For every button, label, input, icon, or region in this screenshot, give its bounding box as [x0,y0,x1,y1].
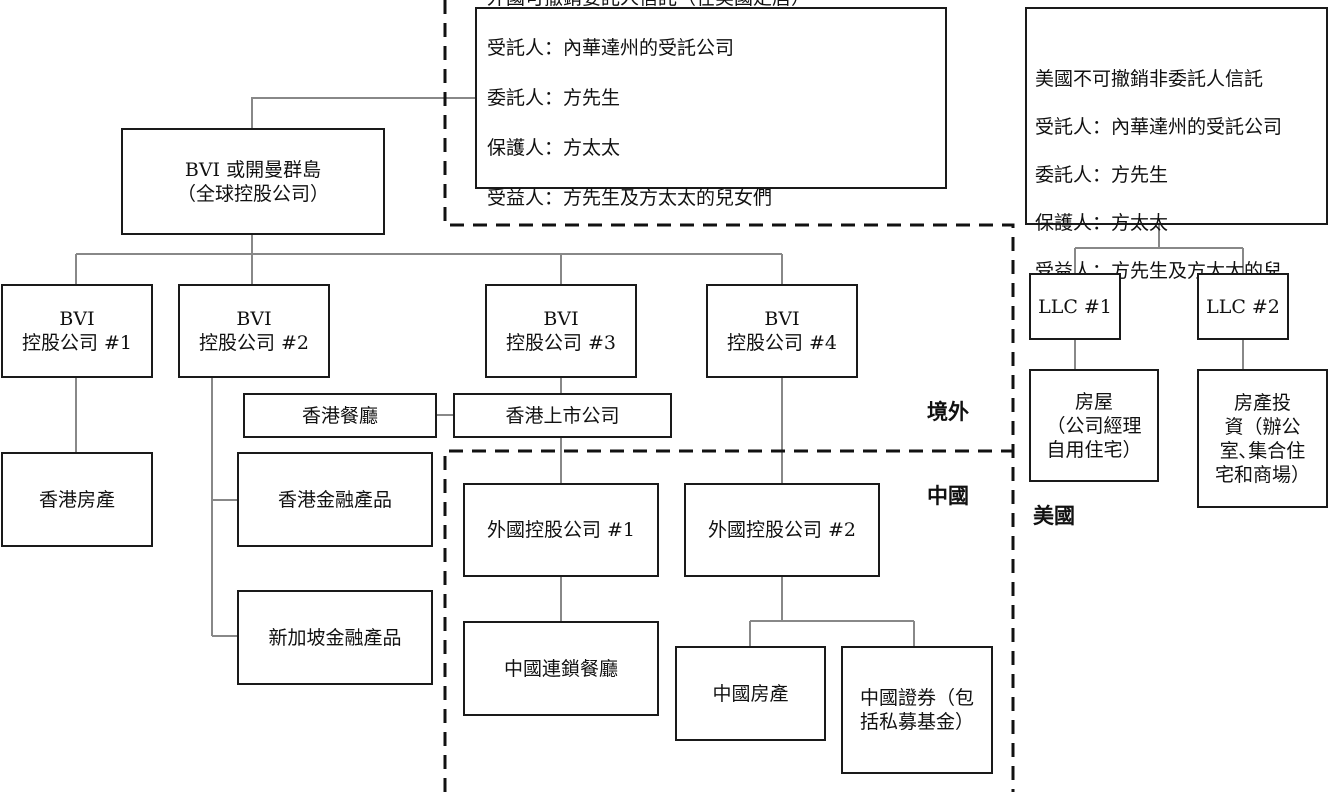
region-label-china: 中國 [927,483,969,508]
china-chain-restaurant-box: 中國連鎖餐廳 [463,621,659,716]
hk-listed-company-label: 香港上市公司 [505,404,620,427]
house-label: 房屋 （公司經理 自用住宅） [1046,390,1142,461]
hk-financial-products-box: 香港金融產品 [237,452,433,547]
llc-2-box: LLC #2 [1197,273,1289,340]
bvi-holding-2-label: BVI 控股公司 #2 [198,308,310,354]
bvi-holding-1-box: BVI 控股公司 #1 [1,284,153,378]
bvi-holding-3-label: BVI 控股公司 #3 [505,308,617,354]
hk-listed-company-box: 香港上市公司 [453,393,672,438]
region-label-usa: 美國 [1033,503,1075,528]
china-chain-restaurant-label: 中國連鎖餐廳 [503,657,618,680]
hk-property-label: 香港房產 [38,488,115,511]
llc-2-label: LLC #2 [1206,295,1280,318]
china-property-label: 中國房產 [712,682,789,705]
hk-financial-products-label: 香港金融產品 [277,488,392,511]
foreign-trust-line: 受託人：內華達州的受託公司 [487,36,735,59]
foreign-trust-line: 外國可撤銷委託人信託（在美國定居） [487,0,810,11]
us-trust-line: 受託人：內華達州的受託公司 [1035,116,1283,138]
bvi-holding-4-label: BVI 控股公司 #4 [726,308,838,354]
china-securities-label: 中國證券（包 括私募基金） [859,687,974,733]
us-trust-box: 美國不可撤銷非委託人信託 受託人：內華達州的受託公司 委託人：方先生 保護人：方… [1025,7,1328,330]
hk-restaurant-label: 香港餐廳 [301,404,378,427]
sg-financial-products-box: 新加坡金融產品 [237,590,433,685]
llc-1-label: LLC #1 [1038,295,1112,318]
hk-property-box: 香港房產 [1,452,153,547]
foreign-trust-line: 受益人：方先生及方太太的兒女們 [487,186,773,209]
us-trust-line: 保護人：方太太 [1035,212,1169,234]
global-holding-label: BVI 或開曼群島 （全球控股公司） [176,158,329,205]
foreign-holding-1-box: 外國控股公司 #1 [463,483,659,577]
real-estate-investment-box: 房產投 資（辦公 室､集合住 宅和商場） [1197,369,1328,508]
us-trust-line: 美國不可撤銷非委託人信託 [1035,68,1264,90]
foreign-trust-box: 外國可撤銷委託人信託（在美國定居） 受託人：內華達州的受託公司 委託人：方先生 … [475,0,947,209]
us-trust-line: 委託人：方先生 [1035,164,1169,186]
sg-financial-products-label: 新加坡金融產品 [268,626,402,649]
bvi-holding-2-box: BVI 控股公司 #2 [178,284,330,378]
china-securities-box: 中國證券（包 括私募基金） [841,646,993,774]
foreign-holding-1-label: 外國控股公司 #1 [486,519,636,541]
foreign-holding-2-box: 外國控股公司 #2 [684,483,880,577]
hk-restaurant-box: 香港餐廳 [243,393,437,438]
bvi-holding-1-label: BVI 控股公司 #1 [21,308,133,354]
china-property-box: 中國房產 [675,646,826,741]
llc-1-box: LLC #1 [1029,273,1121,340]
bvi-holding-4-box: BVI 控股公司 #4 [706,284,858,378]
foreign-trust-line: 保護人：方太太 [487,136,621,159]
bvi-holding-3-box: BVI 控股公司 #3 [485,284,637,378]
house-box: 房屋 （公司經理 自用住宅） [1029,369,1159,482]
foreign-holding-2-label: 外國控股公司 #2 [707,519,857,541]
real-estate-investment-label: 房產投 資（辦公 室､集合住 宅和商場） [1214,391,1310,486]
global-holding-box: BVI 或開曼群島 （全球控股公司） [121,128,385,235]
foreign-trust-line: 委託人：方先生 [487,86,621,109]
region-label-offshore: 境外 [927,399,969,424]
